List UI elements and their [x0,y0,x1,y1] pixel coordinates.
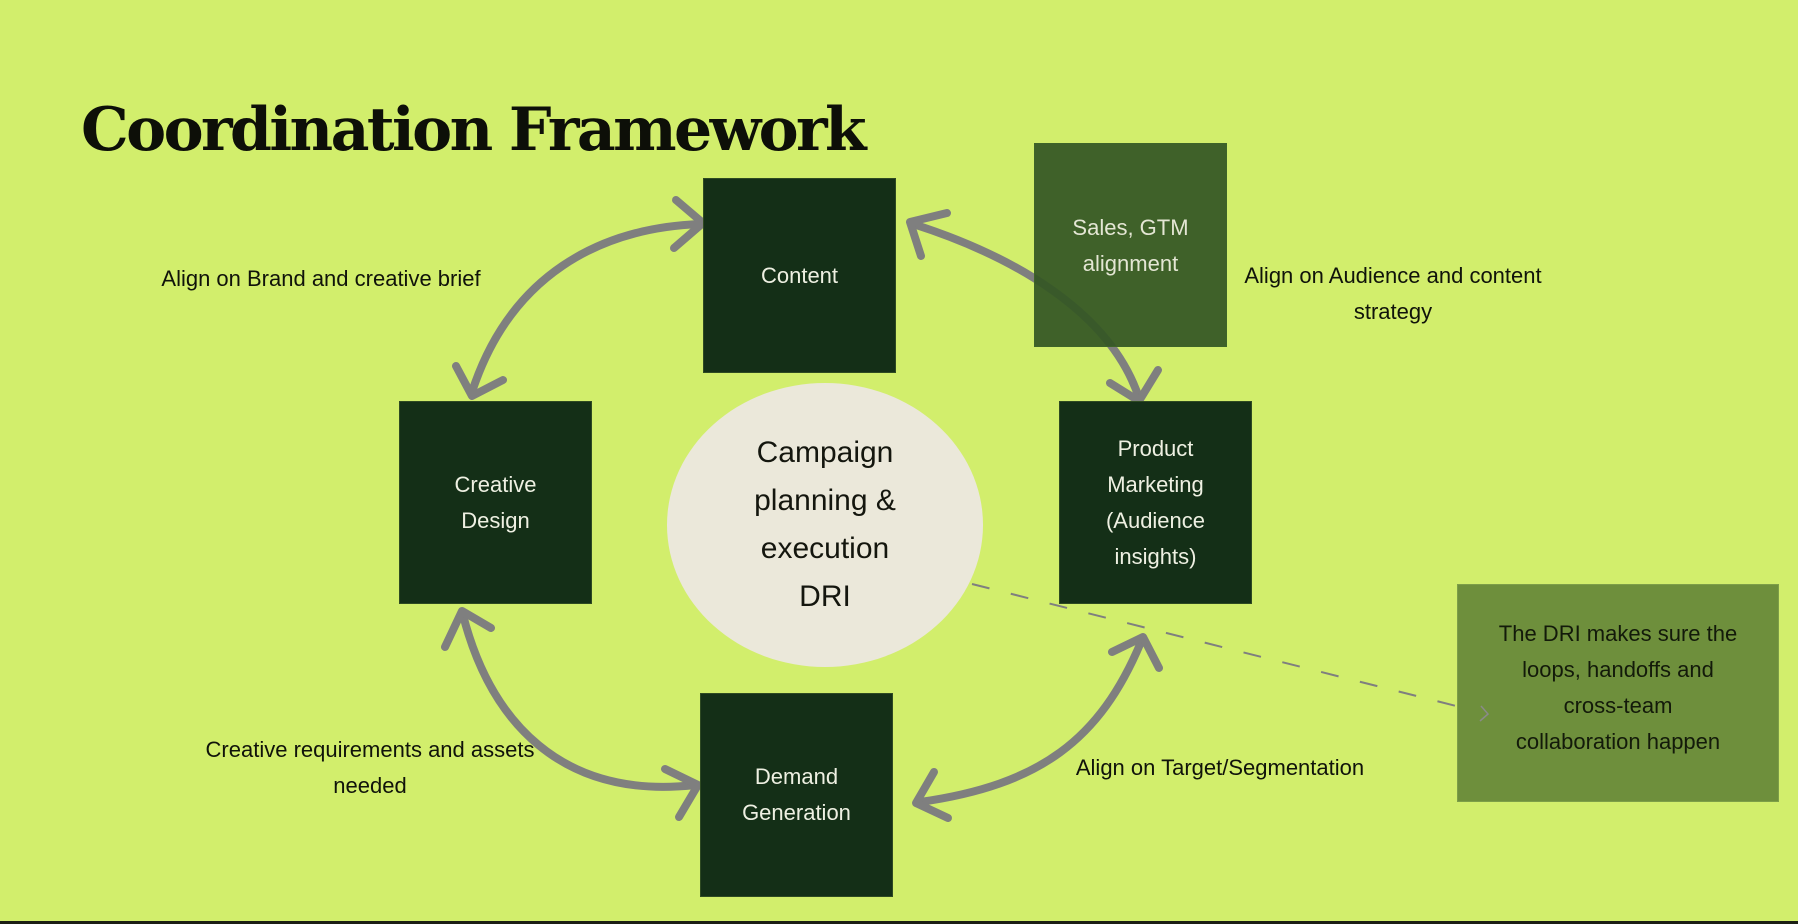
connection-label-target: Align on Target/Segmentation [1075,755,1365,780]
connection-label-audience: Align on Audience and content strategy [1244,263,1542,324]
dashed-connector [971,583,1485,714]
arrow-curve [459,611,699,791]
team-box-label: Product Marketing (Audience insights) [1105,435,1206,569]
connection-label-brand: Align on Brand and creative brief [161,266,481,291]
hub-label: Campaign planning & execution DRI [754,436,896,613]
arrowhead-icon [912,768,952,822]
dri-note-text: The DRI makes sure the loops, handoffs a… [1498,621,1738,754]
arrow-creative-demand [441,607,702,821]
team-box-product-marketing[interactable]: Product Marketing (Audience insights) [1059,401,1252,604]
team-box-label: Content [760,262,839,288]
arrow-content-creative [452,196,707,400]
page-title: Coordination Framework [81,95,867,165]
team-box-label: Sales, GTM alignment [1072,215,1189,276]
team-box-creative-design[interactable]: Creative Design [399,401,592,604]
arrowhead-icon [906,209,951,260]
arrowhead-icon [1108,633,1163,672]
arrowhead-icon [441,607,495,651]
arrowhead-icon [661,765,702,821]
dashed-line [971,583,1485,714]
dri-note-box[interactable]: The DRI makes sure the loops, handoffs a… [1457,584,1779,802]
team-box-content[interactable]: Content [703,178,896,373]
arrowhead-icon [452,362,507,400]
hub-ellipse [667,383,983,667]
team-box-label: Creative Design [454,471,537,533]
team-box-label: Demand Generation [742,764,851,825]
arrow-curve [468,220,704,396]
arrow-curve [916,638,1145,806]
connection-label-creative-requirements: Creative requirements and assets needed [205,737,535,798]
bottom-border [0,921,1798,924]
team-box-sales-gtm[interactable]: Sales, GTM alignment [1034,143,1227,347]
team-box-demand-generation[interactable]: Demand Generation [700,693,893,897]
arrow-product-marketing-demand [912,633,1163,822]
